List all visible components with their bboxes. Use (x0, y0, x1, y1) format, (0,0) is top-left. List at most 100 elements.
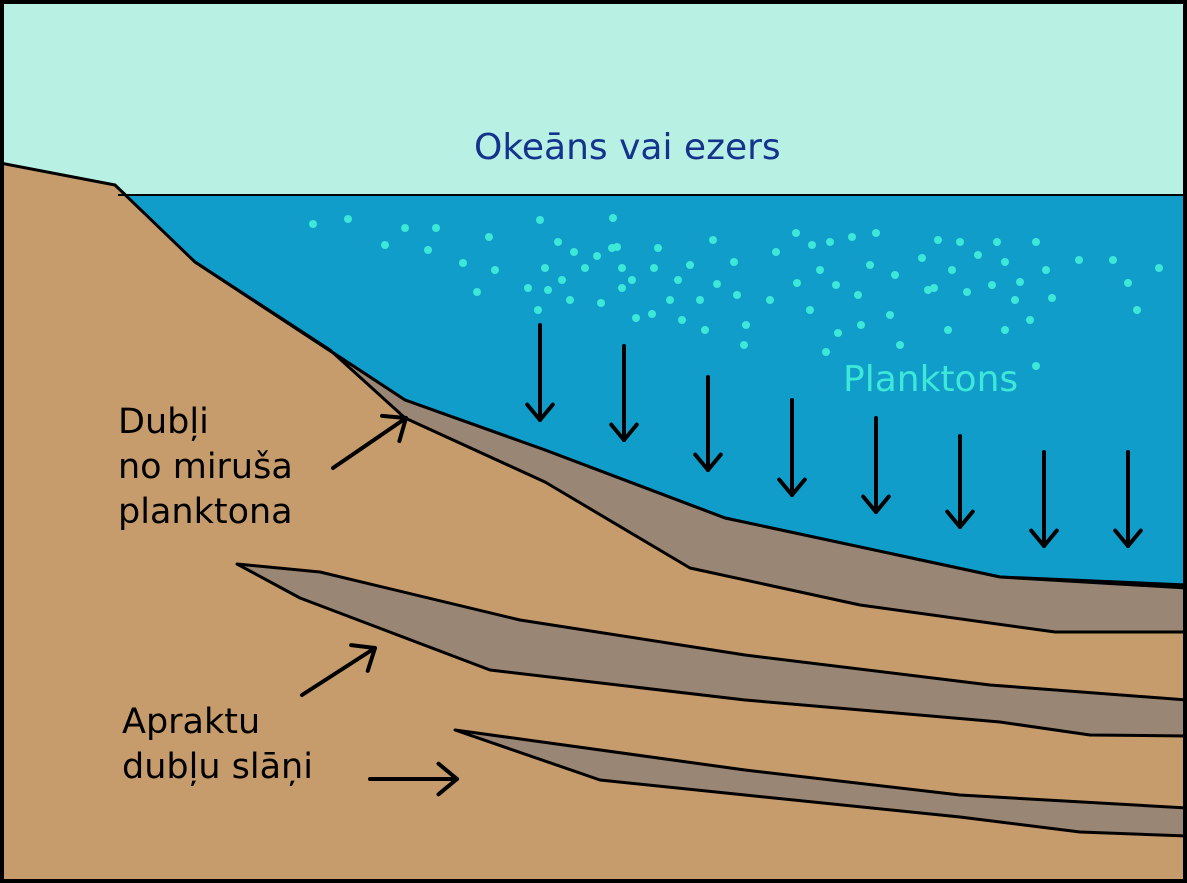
sky-label: Okeāns vai ezers (474, 127, 781, 168)
plankton-dot (401, 224, 409, 232)
plankton-dot (974, 251, 982, 259)
mud-layer-top (193, 260, 1187, 634)
dead-plankton-mud-label: Dubļi no miruša planktona (118, 400, 293, 535)
plankton-dot (541, 264, 549, 272)
plankton-dot (491, 266, 499, 274)
plankton-dot (524, 284, 532, 292)
plankton-dot (618, 284, 626, 292)
plankton-dot (381, 241, 389, 249)
plankton-dot (857, 321, 865, 329)
plankton-dot (1016, 278, 1024, 286)
plankton-dot (742, 321, 750, 329)
plankton-dot (1133, 306, 1141, 314)
plankton-dot (432, 224, 440, 232)
plankton-dot (918, 254, 926, 262)
plankton-dot (944, 326, 952, 334)
plankton-dot (628, 276, 636, 284)
falling-arrow (777, 398, 807, 497)
plankton-dot (956, 238, 964, 246)
plankton-dot (848, 233, 856, 241)
plankton-dot (866, 261, 874, 269)
buried-mud-layers-line-2: dubļu slāņi (122, 747, 313, 787)
plankton-dot (1001, 258, 1009, 266)
mud-pointer-arrow (331, 413, 408, 470)
plankton-dot (1026, 316, 1034, 324)
plankton-dot (740, 341, 748, 349)
plankton-dot (597, 299, 605, 307)
plankton-dot (344, 215, 352, 223)
plankton-dot (609, 214, 617, 222)
plankton-dot (854, 291, 862, 299)
plankton-dot (459, 259, 467, 267)
plankton-dot (872, 229, 880, 237)
dead-plankton-mud-line-3: planktona (118, 492, 293, 532)
plankton-dot (696, 296, 704, 304)
plankton-dot (536, 216, 544, 224)
plankton-dot (554, 238, 562, 246)
plankton-dot (570, 248, 578, 256)
plankton-dot (648, 310, 656, 318)
plankton-dot (674, 276, 682, 284)
plankton-dot (654, 244, 662, 252)
plankton-dot (309, 220, 317, 228)
plankton-dot (733, 291, 741, 299)
plankton-dot (792, 229, 800, 237)
plankton-dot (650, 264, 658, 272)
buried-mud-layers-label: Apraktu dubļu slāņi (122, 700, 313, 790)
plankton-dot (816, 266, 824, 274)
plankton-dot (948, 266, 956, 274)
plankton-dot (822, 348, 830, 356)
plankton-dots (309, 214, 1163, 370)
water-body (118, 195, 1187, 585)
plankton-dot (1109, 256, 1117, 264)
plankton-dot (566, 296, 574, 304)
plankton-dot (713, 280, 721, 288)
falling-plankton-arrows (525, 323, 1143, 548)
plankton-dot (826, 238, 834, 246)
falling-arrow (609, 344, 639, 442)
plankton-dot (806, 306, 814, 314)
plankton-dot (766, 296, 774, 304)
plankton-dot (1001, 326, 1009, 334)
plankton-dot (1032, 238, 1040, 246)
plankton-dot (1032, 362, 1040, 370)
falling-arrow (861, 416, 891, 514)
plankton-dot (581, 264, 589, 272)
plankton-dot (934, 236, 942, 244)
plankton-dot (963, 288, 971, 296)
plankton-dot (930, 284, 938, 292)
plankton-dot (1075, 256, 1083, 264)
dead-plankton-mud-line-1: Dubļi (118, 402, 209, 442)
plankton-dot (593, 252, 601, 260)
plankton-dot (988, 281, 996, 289)
dead-plankton-mud-line-2: no miruša (118, 447, 293, 487)
plankton-dot (834, 329, 842, 337)
plankton-dot (808, 241, 816, 249)
plankton-dot (473, 288, 481, 296)
falling-arrow (525, 323, 555, 422)
label-arrows (300, 413, 459, 797)
plankton-dot (1011, 296, 1019, 304)
plankton-dot (886, 311, 894, 319)
plankton-label: Planktons (843, 359, 1019, 400)
plankton-dot (1155, 264, 1163, 272)
plankton-dot (666, 296, 674, 304)
plankton-dot (632, 314, 640, 322)
plankton-dot (608, 244, 616, 252)
falling-arrow (945, 434, 975, 529)
plankton-dot (772, 248, 780, 256)
plankton-dot (485, 233, 493, 241)
falling-arrow (1113, 450, 1143, 548)
plankton-dot (678, 316, 686, 324)
plankton-dot (793, 279, 801, 287)
falling-arrow (1029, 450, 1059, 548)
plankton-dot (896, 341, 904, 349)
sky-area (0, 0, 1187, 196)
plankton-dot (891, 271, 899, 279)
plankton-dot (701, 326, 709, 334)
plankton-dot (558, 276, 566, 284)
buried-layer-pointer-arrow-1 (300, 643, 377, 697)
